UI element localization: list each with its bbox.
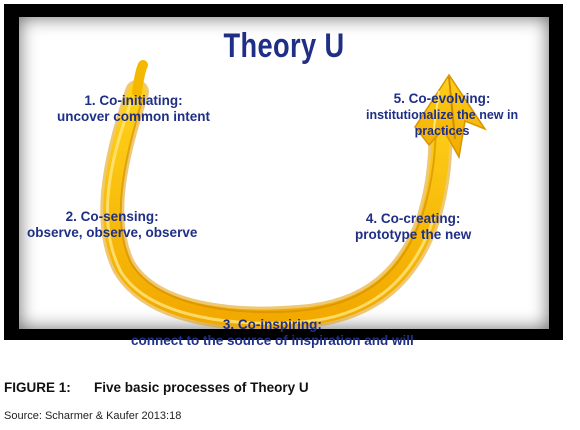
- step-2-heading: 2. Co-sensing:: [65, 209, 159, 224]
- step-1-heading: 1. Co-initiating:: [84, 93, 183, 108]
- step-4-detail: prototype the new: [355, 227, 472, 242]
- u-shaped-arrow: [100, 60, 487, 329]
- diagram-title: Theory U: [223, 27, 345, 65]
- step-5-detail-line1: institutionalize the new in: [366, 108, 519, 122]
- step-5-label: 5. Co-evolving: institutionalize the new…: [366, 91, 518, 139]
- diagram-panel: Theory U 1. Co-initiating: uncover commo…: [19, 17, 549, 348]
- figure-caption: FIGURE 1: Five basic processes of Theory …: [4, 380, 309, 395]
- step-1-detail: uncover common intent: [57, 109, 211, 124]
- figure-caption-text: Five basic processes of Theory U: [94, 380, 309, 395]
- step-3-heading: 3. Co-inspiring:: [222, 317, 322, 332]
- step-3-label: 3. Co-inspiring: connect to the source o…: [131, 317, 414, 349]
- step-3-detail: connect to the source of inspiration and…: [131, 333, 414, 348]
- figure-frame: Theory U 1. Co-initiating: uncover commo…: [4, 4, 563, 348]
- step-4-heading: 4. Co-creating:: [365, 211, 461, 226]
- step-2-detail: observe, observe, observe: [27, 225, 198, 240]
- step-4-label: 4. Co-creating: prototype the new: [355, 211, 471, 243]
- figure-label: FIGURE 1:: [4, 380, 71, 395]
- step-5-detail-line2: practices: [414, 124, 470, 138]
- step-5-heading: 5. Co-evolving:: [393, 91, 491, 106]
- step-2-label: 2. Co-sensing: observe, observe, observe: [27, 209, 197, 241]
- step-1-label: 1. Co-initiating: uncover common intent: [57, 93, 210, 125]
- figure-source: Source: Scharmer & Kaufer 2013:18: [4, 410, 182, 422]
